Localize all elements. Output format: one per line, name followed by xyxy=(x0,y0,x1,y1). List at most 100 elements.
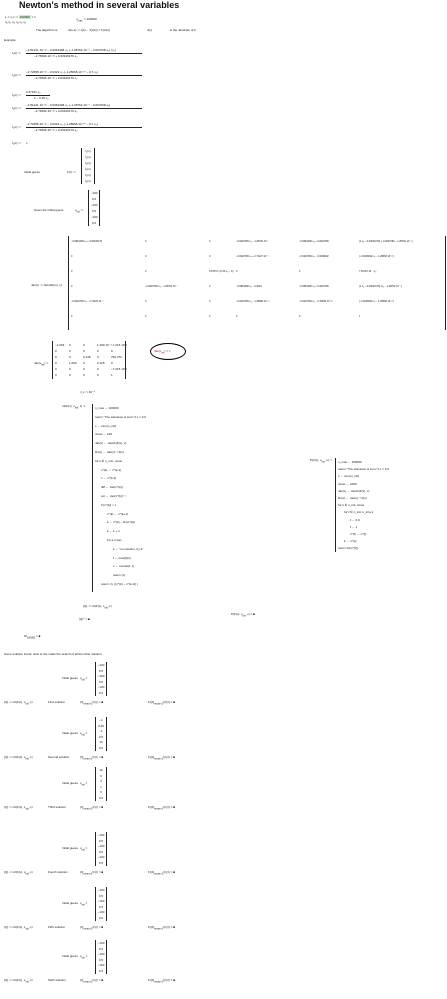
solution-f-expr-prefix: F((Q xyxy=(148,925,155,929)
solution-q-expr-prefix: (Q xyxy=(80,870,84,874)
p-result-prefix: P(F(x), x xyxy=(231,612,243,616)
jacobian-cell: 0 xyxy=(236,270,238,273)
program-line: k ← x^(k) − Dx(x^(k)) xyxy=(107,520,136,525)
solution-q-suffix: , ε) xyxy=(28,700,33,704)
xinit-entry: 0.5 xyxy=(91,221,97,225)
nmax-symbol: n xyxy=(76,17,78,21)
jac-eval-cell: 0 xyxy=(83,367,85,371)
solution-q-sub: init xyxy=(25,807,29,811)
program-header-prefix: n2(F(x), x xyxy=(62,404,75,408)
equation-name: f₃(x) := xyxy=(12,93,21,97)
p-result-suffix: , ε) = ■ xyxy=(245,612,255,616)
program-line: if |x^(k)| < ε xyxy=(101,502,117,507)
program2-line: Jac(x) ← Jacob(F(x), x) xyxy=(338,488,370,493)
xinit-entry: −100 xyxy=(90,215,98,219)
solution-guess-entry: −100 xyxy=(97,674,105,678)
solution-q-suffix: , ε) xyxy=(28,978,33,982)
algo-label: The algorithm is xyxy=(36,28,58,32)
program-line: x ← zero(n_init) xyxy=(95,423,117,428)
jac-eval-cell: 0 xyxy=(69,355,71,359)
solution-q-sub: init xyxy=(25,980,29,984)
solution-q-expression: (Qnmax+1)⟨Q⟩ = ■ xyxy=(80,925,103,931)
q-suffix: , ε) xyxy=(107,604,112,608)
solution-guess-entry: −100 xyxy=(97,663,105,667)
solution-q-assignment: {Q} := n2(F(x), xinit, ε) xyxy=(4,870,33,876)
w-sub: 100000 xyxy=(26,636,36,640)
program2-line: for k ∈ n_init..nmax xyxy=(338,503,365,508)
program-line: Dx(x) ← Jac(x)⁻¹·F(x) xyxy=(95,450,124,454)
jac-eval-cell: −7.215·10⁻³ xyxy=(111,343,128,347)
solution-xinit-symbol: x xyxy=(80,781,82,785)
jacobian-cell: −0.9964408·x₂ + 0.00916179 xyxy=(71,240,102,243)
solution-q-expression: (Qnmax+1)⟨Q⟩ = ■ xyxy=(80,870,103,876)
solution-guess-entry: 3 xyxy=(100,779,102,783)
jac-eval-cell: 0 xyxy=(69,343,71,347)
solution-q-expr-sub: nmax+1 xyxy=(83,980,93,984)
circled-sub: init xyxy=(161,351,165,355)
tolerance-value-field[interactable]: 100000 xyxy=(18,15,31,19)
solutions-intro-text: Some solution found. How to the made the… xyxy=(4,652,103,656)
jacobian-cell: 0 xyxy=(299,270,301,273)
jacobian-cell: 0 xyxy=(71,270,73,273)
xinit-entry: −100 xyxy=(90,203,98,207)
jacobian-symbol: J(x) xyxy=(147,28,152,32)
tolerance-suffix: = 1 xyxy=(31,15,36,19)
solution-guess-entry: 0.5 xyxy=(98,915,104,920)
solution-q-prefix: {Q} := n2(F(x), x xyxy=(4,755,26,759)
F-entry: f₃(x) xyxy=(85,161,91,165)
jacobian-cell: 0.37072 / (0.35·x₂ − 1)² xyxy=(209,270,234,273)
equation-denominator: −2.76699·10⁻²³ + 0.00916179·x₂ xyxy=(34,109,78,113)
jacobian-cell: 0 xyxy=(299,315,301,318)
nmax-value: := 100000 xyxy=(83,17,97,21)
solution-guess-label: Initial guess xyxy=(62,731,78,735)
program-bar xyxy=(92,404,93,592)
solution-f-expression: F((Qnmax+1)⟨Q⟩) = ■ xyxy=(148,805,175,811)
solution-q-sub: init xyxy=(25,872,29,876)
program-line: if k ≥ nmax xyxy=(107,538,122,542)
jacobian-cell: 1 xyxy=(359,315,361,318)
tolerance-label: ε := η ε := xyxy=(5,15,18,19)
jacobian-cell: −0.0023799·x₂ + 2.71127·10⁻⁴ xyxy=(236,255,269,258)
circled-inverse: Jac(xinit)⁻¹ = xyxy=(154,349,171,355)
jac-eval-cell: 1.000 xyxy=(69,361,77,365)
solution-guess-entry: −100 xyxy=(97,910,105,914)
solution-label: Second solution xyxy=(48,755,70,759)
jac-eval-cell: 0 xyxy=(69,367,71,371)
solution-f-expression: F((Qnmax+1)⟨Q⟩) = ■ xyxy=(148,978,175,984)
jacobian-cell: 0 xyxy=(71,315,73,318)
equation-denominator: 1 − 0.35·x₂ xyxy=(34,96,49,100)
xinit-entry: 0.5 xyxy=(91,197,97,201)
solution-guess-entry: −100 xyxy=(97,899,105,903)
jac-eval-cell: 1.299·10⁻⁴ xyxy=(97,343,112,347)
jac-eval-cell: 0.125 xyxy=(97,361,105,365)
solution-label: Third solution xyxy=(48,805,67,809)
program2-line: nmax ← 1000 xyxy=(338,481,357,486)
jacobian-cell: 0 xyxy=(145,255,147,258)
solution-guess-entry: −100 xyxy=(97,833,105,837)
program-line: nmax ← 100 xyxy=(95,432,113,437)
program2-line: return Dx(x^(ℓ)) xyxy=(338,546,359,551)
solution-xinit-sub: init xyxy=(81,678,85,682)
jac-eval-suffix: ) = xyxy=(44,361,48,365)
solution-guess-entry: −100 xyxy=(97,888,105,892)
equation-name: f₄(x) := xyxy=(12,106,21,110)
solution-guess-entry: 0.5 xyxy=(98,690,104,695)
solution-guess-label: Initial guess xyxy=(62,846,78,850)
nmax-definition: nmax := 100000 xyxy=(76,17,97,23)
xinit-entry: 0.5 xyxy=(91,209,97,213)
solution-guess-entry: 0.5 xyxy=(98,668,104,673)
program-line: k ← k + 1 xyxy=(107,529,120,534)
equation-numerator: −4.81241·10⁻²³ − 0.9964408·x₂·(−1.28762·… xyxy=(26,48,116,52)
solution-guess-entry: 0.25 xyxy=(98,723,104,728)
program2-line: ℓ ← 0.0 xyxy=(350,517,360,522)
jac-eval-cell: 0 xyxy=(55,373,57,377)
solution-q-expr-prefix: (Q xyxy=(80,755,84,759)
equation-numerator: −4.81241·10⁻²³ − 0.9964408·x₂·(−1.28762·… xyxy=(26,103,111,107)
jac-eval-sub: init xyxy=(41,363,45,367)
program2-line: n_max ← 100000 xyxy=(338,460,362,464)
jacobian-cell: 0 xyxy=(71,255,73,258)
solution-guess-entry: −100 xyxy=(97,844,105,848)
jac-eval-cell: 0 xyxy=(55,367,57,371)
